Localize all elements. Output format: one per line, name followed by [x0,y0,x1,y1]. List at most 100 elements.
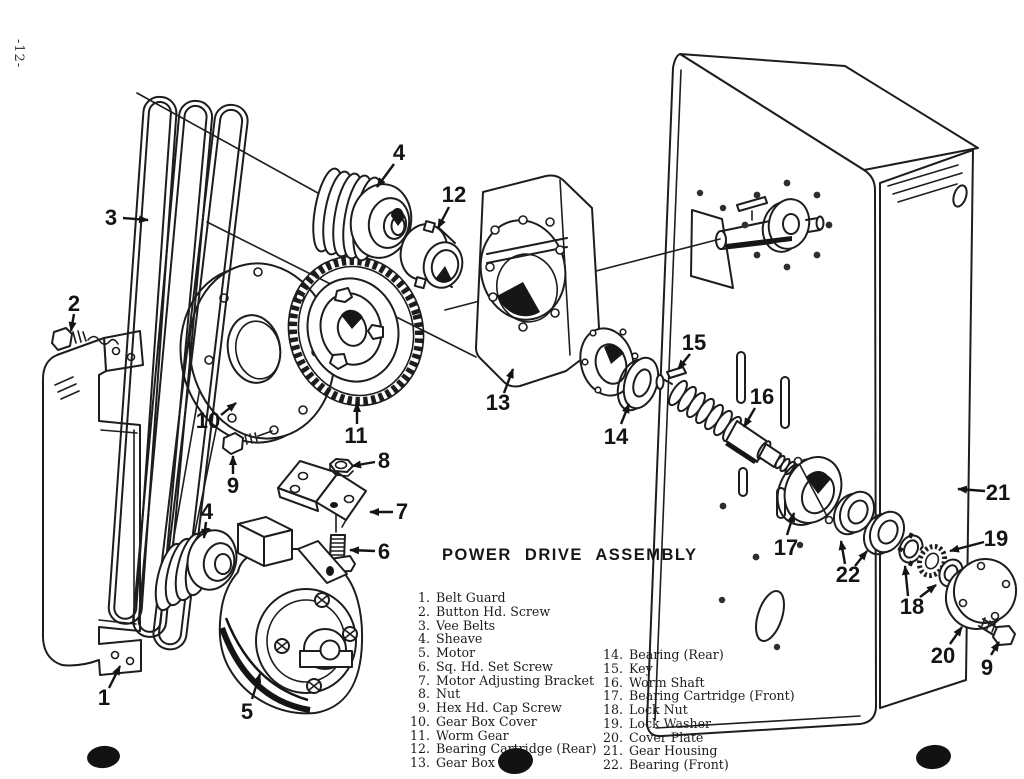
callout-label-10: 10 [196,408,220,433]
part-number: 4. [417,631,430,647]
parts-list-item: 19. Lock Washer [597,715,795,731]
part-name: Nut [436,686,461,702]
callout-arrow [220,402,237,416]
part-number: 5. [417,645,430,660]
callout-arrow [742,407,757,428]
callout-label-20: 20 [931,643,955,668]
part-number: 22. [602,757,623,772]
hex-screw-right-figure [978,617,1016,646]
page-number: -12- [11,38,27,69]
callout-label-15: 15 [682,330,706,355]
callout-arrow [68,313,77,332]
parts-list-item: 17. Bearing Cartridge (Front) [597,689,795,703]
callout-arrow [949,626,963,645]
callout-arrow [436,206,451,229]
part-number: 21. [602,743,623,759]
parts-list-item: 13. Gear Box [404,756,597,770]
worm-gear-figure [287,255,425,407]
part-name: Button Hd. Screw [436,603,551,619]
callout-label-12: 12 [442,182,466,207]
part-number: 12. [409,741,430,757]
part-number: 11. [409,727,430,743]
vee-belts-figure [107,95,249,651]
sheave-motor-figure [154,527,238,612]
part-number: 7. [417,672,430,688]
bearing-cartridge-rear-figure [399,220,464,290]
callout-arrow [901,565,910,597]
parts-list-item: 6. Sq. Hd. Set Screw [404,658,597,674]
parts-list-item: 3.Vee Belts [404,617,597,633]
callout-label-8: 8 [378,448,390,473]
sheave-upper-figure [312,167,413,262]
output-shaft-figure [715,196,825,253]
gear-housing-figure [646,53,979,738]
callout-arrow [619,403,631,425]
part-name: Worm Gear [436,727,509,743]
callout-arrow [957,485,986,494]
part-number: 9. [417,700,430,715]
motor-bolts [274,592,358,694]
callout-arrow [107,665,122,689]
callout-label-13: 13 [486,390,510,415]
part-number: 13. [409,755,430,770]
part-number: 16. [602,674,623,690]
part-name: Key [629,660,653,676]
callout-arrow [351,460,376,469]
callout-arrow [677,353,691,370]
part-name: Sheave [436,631,483,647]
part-name: Gear Box [436,755,495,770]
callout-arrow [785,512,796,536]
callout-label-4: 4 [393,140,406,165]
parts-list-item: 18.Lock Nut [597,703,795,717]
part-name: Bearing Cartridge (Front) [629,688,795,704]
callout-arrow [838,540,847,565]
callout-label-21: 21 [986,480,1010,505]
parts-list-item: 10. Gear Box Cover [404,713,597,729]
shaft-rings-figure [832,490,964,588]
part-name: Lock Washer [629,715,712,731]
part-name: Lock Nut [629,702,688,717]
housing-holes [696,179,833,651]
part-name: Belt Guard [436,590,506,605]
part-number: 19. [602,715,623,731]
part-name: Sq. Hd. Set Screw [436,658,553,674]
part-number: 10. [409,713,430,729]
callout-label-16: 16 [750,384,774,409]
callout-label-2: 2 [68,291,80,316]
part-number: 6. [417,658,430,674]
callout-label-14: 14 [604,424,629,449]
cover-plate-figure [944,558,1018,630]
callout-arrow [502,368,515,394]
callout-arrow [349,546,376,555]
parts-list-item: 14. Bearing (Rear) [597,648,795,662]
part-number: 17. [602,688,623,704]
part-name: Bearing (Front) [629,757,729,772]
callout-label-18: 18 [900,594,924,619]
callout-label-22: 22 [836,562,860,587]
part-name: Motor Adjusting Bracket [436,672,595,688]
part-number: 3. [417,617,430,633]
parts-list-item: 9. Hex Hd. Cap Screw [404,701,597,715]
nut-figure [329,458,354,477]
part-name: Bearing (Rear) [629,647,724,662]
motor-figure [218,516,364,715]
part-name: Hex Hd. Cap Screw [436,700,562,715]
button-screw-figure [51,327,119,351]
parts-list-item: 15.Key [597,660,795,676]
callout-arrow [949,540,985,553]
parts-list-item: 5.Motor [404,646,597,660]
part-number: 2. [417,603,430,619]
callout-arrow [250,673,262,700]
callout-label-17: 17 [774,535,798,560]
part-name: Cover Plate [629,729,704,745]
hex-screw-left-figure [222,430,273,455]
parts-list-item: 7. Motor Adjusting Bracket [404,672,597,688]
part-number: 14. [602,647,623,662]
part-name: Gear Box Cover [436,713,537,729]
parts-list-item: 22. Bearing (Front) [597,758,795,772]
parts-list-item: 1.Belt Guard [404,591,597,605]
